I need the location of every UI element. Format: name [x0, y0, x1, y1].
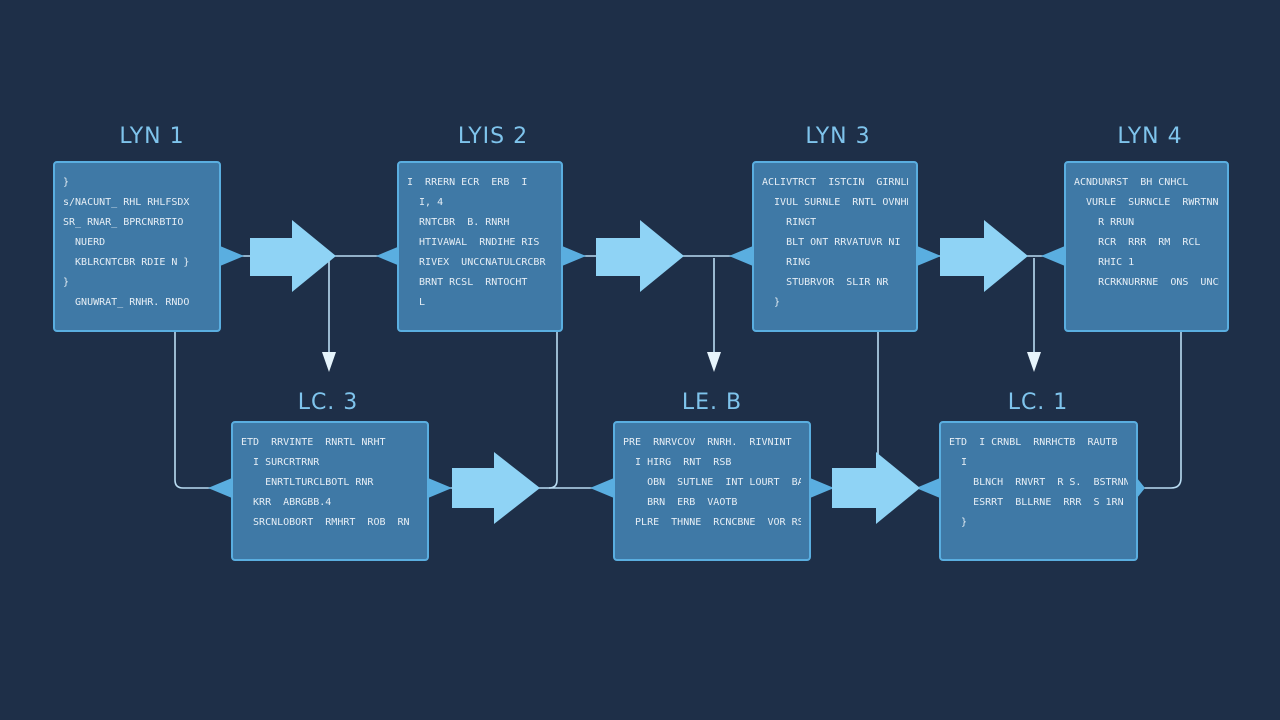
- drop-arrowheads: [322, 352, 1041, 372]
- node-line: RIVEX UNCCNATULCRCBR: [407, 257, 546, 268]
- node-line: I: [949, 457, 968, 468]
- node-line: BLNCH RNVRT R S. BSTRNNR: [949, 477, 1128, 488]
- node-lyis-2[interactable]: I RRERN ECR ERB I I, 4 RNTCBR B. RNRH HT…: [397, 161, 563, 332]
- node-line: RNTCBR B. RNRH: [407, 217, 510, 228]
- node-lyn-1[interactable]: } s/NACUNT_ RHL RHLFSDX SR_ RNAR_ BPRCNR…: [53, 161, 221, 332]
- node-line: BLT ONT RRVATUVR NI: [762, 237, 901, 248]
- node-line: R RRUN: [1074, 217, 1135, 228]
- node-line: }: [762, 297, 781, 308]
- node-title-lyn-3: LYN 3: [805, 124, 871, 149]
- node-line: BRN ERB VAOTB: [623, 497, 738, 508]
- port-notch-icon: [917, 246, 941, 266]
- node-line: ESRRT BLLRNE RRR S 1RN 1: [949, 497, 1128, 508]
- right-arrow-icon: [940, 220, 1028, 292]
- node-line: ENRTLTURCLBOTL RNR: [241, 477, 374, 488]
- right-arrow-icon: [452, 452, 540, 524]
- link-top-1-to-bottom-1: [174, 330, 232, 489]
- node-line: ACNDUNRST BH CNHCL: [1074, 177, 1189, 188]
- node-title-lyis-2: LYIS 2: [457, 124, 529, 149]
- node-line: I, 4: [407, 197, 444, 208]
- flow-arrows: [250, 220, 1028, 524]
- node-line: BRNT RCSL RNTOCHT: [407, 277, 528, 288]
- port-notch-icon: [208, 478, 232, 498]
- node-lyn-3[interactable]: ACLIVTRCT ISTCIN GIRNLH IVUL SURNLE RNTL…: [752, 161, 918, 332]
- node-line: I RRERN ECR ERB I: [407, 177, 528, 188]
- port-notches: [208, 246, 1145, 498]
- port-notch-icon: [810, 478, 834, 498]
- node-title-lyn-1: LYN 1: [119, 124, 185, 149]
- node-line: I SURCRTRNR: [241, 457, 320, 468]
- node-title-lc-1: LC. 1: [1007, 390, 1069, 415]
- right-arrow-icon: [596, 220, 684, 292]
- node-title-lyn-4: LYN 4: [1117, 124, 1183, 149]
- node-line: L: [407, 297, 426, 308]
- node-line: HTIVAWAL RNDIHE RIS: [407, 237, 540, 248]
- port-notch-icon: [220, 246, 244, 266]
- node-line: IVUL SURNLE RNTL OVNHR: [762, 197, 908, 208]
- node-line: PRE RNRVCOV RNRH. RIVNINT: [623, 437, 792, 448]
- node-line: OBN SUTLNE INT LOURT BATHS: [647, 477, 801, 488]
- link-top-2-to-bottom-link: [548, 330, 558, 489]
- port-notch-icon: [590, 478, 614, 498]
- node-title-lc-3: LC. 3: [297, 390, 359, 415]
- node-line: KBLRCNTCBR RDIE N }: [63, 257, 190, 268]
- node-line: STUBRVOR SLIR NR: [762, 277, 889, 288]
- down-arrow-icon: [707, 352, 721, 372]
- port-notch-icon: [1041, 246, 1065, 266]
- down-arrow-icon: [1027, 352, 1041, 372]
- port-notch-icon: [1137, 478, 1145, 498]
- node-line: GNUWRAT_ RNHR. RNDO: [63, 297, 190, 308]
- port-notch-icon: [376, 246, 400, 266]
- node-line: SRCNLOBORT RMHRT ROB RN: [241, 517, 410, 528]
- node-line: s/NACUNT_ RHL RHLFSDX: [63, 197, 190, 208]
- node-line: RCRKNURRNE ONS UNCM: [1074, 277, 1219, 288]
- down-arrow-icon: [322, 352, 336, 372]
- node-line: RHIC 1: [1074, 257, 1135, 268]
- node-line: SR_ RNAR_ BPRCNRBTIO: [63, 217, 184, 228]
- link-top-4-to-bottom-3: [1137, 330, 1182, 489]
- node-lc-1[interactable]: ETD I CRNBL RNRHCTB RAUTB I BLNCH RNVRT …: [939, 421, 1138, 561]
- node-line: KRR ABRGBB.4: [241, 497, 332, 508]
- node-lc-3[interactable]: ETD RRVINTE RNRTL NRHT I SURCRTRNR ENRTL…: [231, 421, 429, 561]
- port-notch-icon: [562, 246, 586, 266]
- node-line: NUERD: [63, 237, 106, 248]
- node-line: RINGT: [762, 217, 817, 228]
- node-line: }: [63, 277, 70, 288]
- right-arrow-icon: [832, 452, 920, 524]
- port-notch-icon: [916, 478, 940, 498]
- node-le-b[interactable]: PRE RNRVCOV RNRH. RIVNINT I HIRG RNT RSB…: [613, 421, 811, 561]
- node-line: ETD I CRNBL RNRHCTB RAUTB: [949, 437, 1118, 448]
- node-line: PLRE THNNE RCNCBNE VOR RS: [623, 517, 801, 528]
- node-line: }: [63, 177, 70, 188]
- node-line: ACLIVTRCT ISTCIN GIRNLH: [762, 177, 908, 188]
- node-title-le-b: LE. B: [681, 390, 743, 415]
- port-notch-icon: [428, 478, 452, 498]
- node-line: RCR RRR RM RCL: [1074, 237, 1201, 248]
- port-notch-icon: [729, 246, 753, 266]
- node-line: }: [949, 517, 968, 528]
- node-line: ETD RRVINTE RNRTL NRHT: [241, 437, 386, 448]
- node-line: RING: [762, 257, 811, 268]
- right-arrow-icon: [250, 220, 336, 292]
- node-line: I HIRG RNT RSB: [623, 457, 732, 468]
